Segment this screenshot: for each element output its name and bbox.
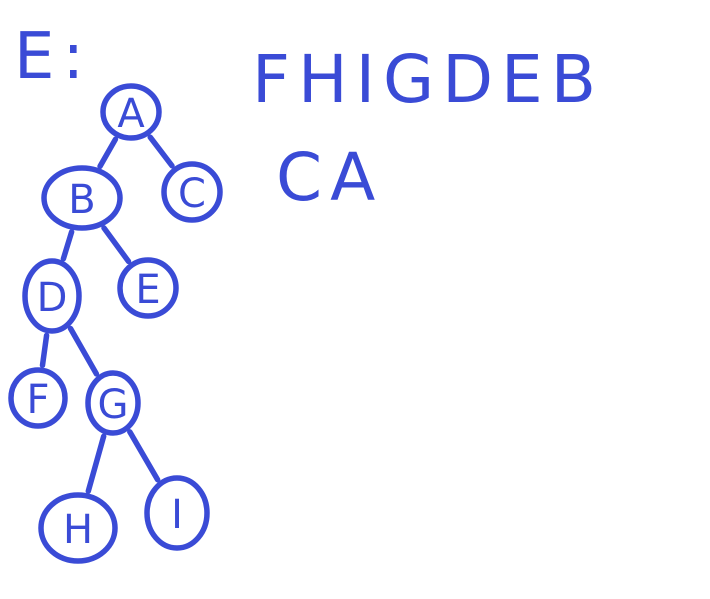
node-label-a: A: [117, 91, 145, 137]
node-circle-b: [41, 165, 123, 231]
edge-g-i: [127, 429, 161, 483]
tree-node-a: A: [100, 83, 162, 141]
node-circle-d: [22, 258, 82, 334]
tree-node-d: D: [22, 258, 82, 334]
node-label-b: B: [68, 177, 95, 223]
node-circle-f: [8, 367, 68, 429]
traversal-text-line-1: FHIGDEB: [252, 41, 604, 118]
tree-node-i: I: [144, 475, 210, 551]
node-circle-c: [161, 161, 223, 223]
edge-b-e: [101, 225, 132, 265]
heading-label: E:: [14, 20, 92, 94]
tree-node-c: C: [161, 161, 223, 223]
traversal-text-line-2: CA: [276, 139, 383, 216]
edge-b-d: [60, 229, 75, 262]
tree-node-g: G: [85, 370, 141, 436]
node-label-e: E: [135, 267, 160, 313]
node-circle-a: [100, 83, 162, 141]
node-circle-h: [38, 492, 118, 564]
node-circle-i: [144, 475, 210, 551]
node-label-i: I: [171, 492, 183, 538]
node-circle-e: [117, 257, 179, 319]
node-label-f: F: [26, 377, 49, 423]
node-circle-g: [85, 370, 141, 436]
node-label-c: C: [178, 171, 206, 217]
edge-d-g: [67, 325, 100, 377]
tree-nodes: AB C D E F G H I: [8, 83, 223, 564]
edge-d-f: [39, 332, 50, 369]
edge-a-b: [97, 136, 119, 170]
node-label-h: H: [63, 507, 93, 553]
tree-node-f: F: [8, 367, 68, 429]
tree-edges: [39, 134, 175, 494]
edge-a-c: [147, 134, 175, 169]
edge-g-h: [85, 433, 107, 494]
tree-node-h: H: [38, 492, 118, 564]
tree-node-e: E: [117, 257, 179, 319]
tree-node-b: B: [41, 165, 123, 231]
node-label-g: G: [98, 382, 129, 428]
node-label-d: D: [37, 275, 68, 321]
